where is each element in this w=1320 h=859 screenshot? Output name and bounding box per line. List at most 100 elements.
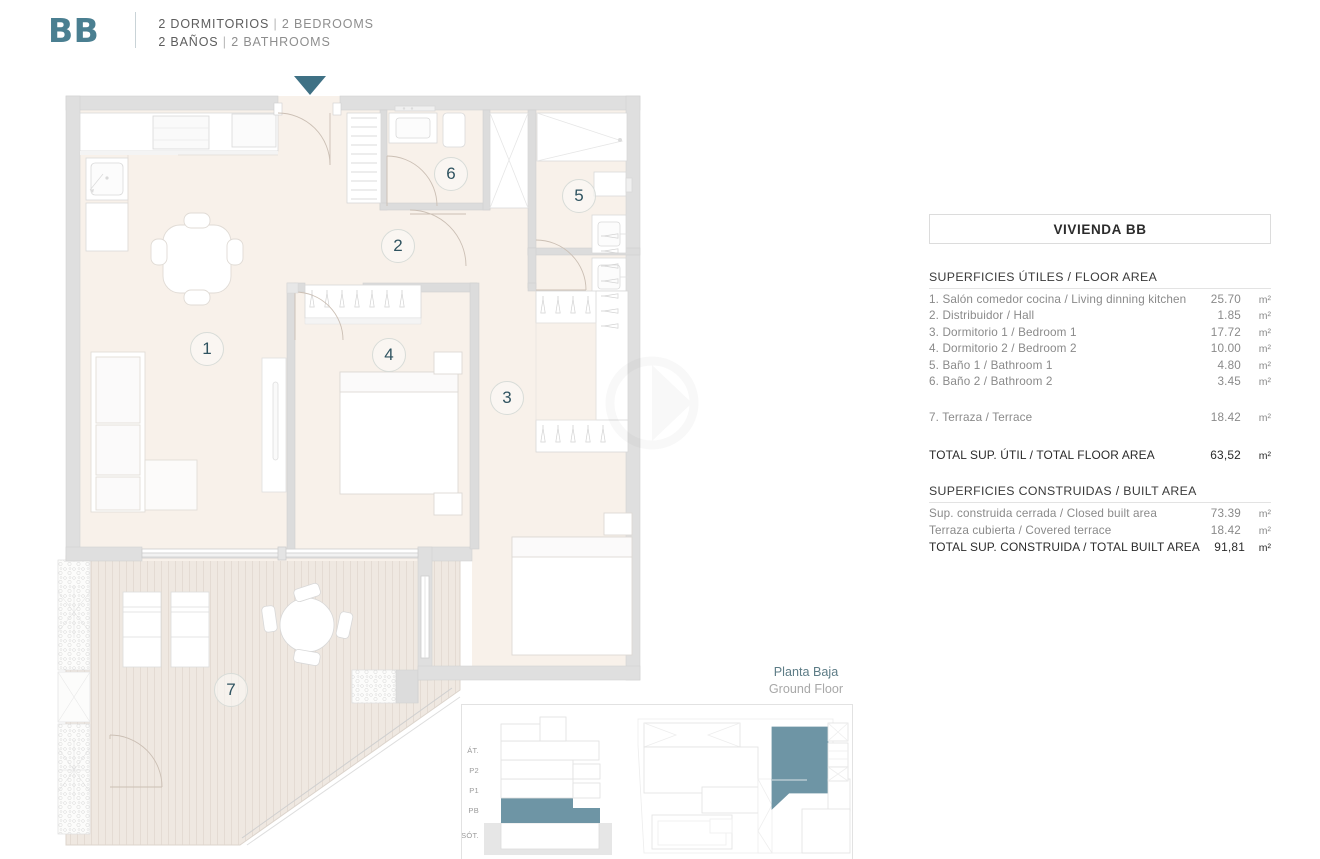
row-value: 10.00 <box>1210 342 1241 356</box>
bedroom2-bed <box>339 351 463 516</box>
row-value: 18.42 <box>1210 523 1241 537</box>
bedroom1-bed <box>511 512 633 656</box>
separator-2: | <box>222 35 227 49</box>
row-label: TOTAL SUP. CONSTRUIDA / TOTAL BUILT AREA <box>929 540 1200 555</box>
bedrooms-en: 2 BEDROOMS <box>281 17 374 31</box>
bedroom2-door <box>294 291 344 341</box>
room-marker-6[interactable]: 6 <box>434 157 468 191</box>
bedroom1-window <box>420 575 430 659</box>
spacer <box>929 427 1271 447</box>
level-label-pb: PB <box>468 806 479 815</box>
specifications-panel: VIVIENDA BB SUPERFICIES ÚTILES / FLOOR A… <box>929 214 1271 556</box>
bedroom2-wardrobe <box>304 284 422 325</box>
row-label: 5. Baño 1 / Bathroom 1 <box>929 358 1053 372</box>
floor-plan-drawing <box>57 76 641 846</box>
row-label: 3. Dormitorio 1 / Bedroom 1 <box>929 325 1077 339</box>
sun-loungers <box>122 591 210 668</box>
terrace-planters <box>57 559 91 835</box>
bathrooms-en: 2 BATHROOMS <box>231 35 331 49</box>
row-unit: m² <box>1258 524 1271 537</box>
bathrooms-line: 2 BAÑOS | 2 BATHROOMS <box>158 33 373 51</box>
table-row: 1. Salón comedor cocina / Living dinning… <box>929 292 1271 308</box>
separator-1: | <box>273 17 278 31</box>
terrace-corner-planter <box>351 669 419 704</box>
bedrooms-line: 2 DORMITORIOS | 2 BEDROOMS <box>158 15 373 33</box>
spacer <box>929 464 1271 484</box>
room-marker-5[interactable]: 5 <box>562 179 596 213</box>
interior-walls <box>286 109 641 550</box>
terrace-table-set <box>261 582 354 666</box>
row-label: 4. Dormitorio 2 / Bedroom 2 <box>929 342 1077 356</box>
unit-title: VIVIENDA BB <box>1053 221 1147 237</box>
living-sofa <box>90 351 198 513</box>
row-value: 91,81 <box>1214 540 1246 555</box>
hall-door <box>409 209 467 267</box>
table-row: 6. Baño 2 / Bathroom 2 3.45 m² <box>929 374 1271 390</box>
row-value: 1.85 <box>1217 309 1241 323</box>
level-label-p1: P1 <box>469 786 479 795</box>
entry-arrow-icon <box>294 76 326 95</box>
bedroom1-wardrobe <box>535 233 629 453</box>
table-row: 5. Baño 1 / Bathroom 1 4.80 m² <box>929 358 1271 374</box>
floor-caption: Planta Baja Ground Floor <box>760 664 852 698</box>
locator-diagram: ÁT. P2 P1 PB SÓT. <box>462 716 851 855</box>
row-label: 1. Salón comedor cocina / Living dinning… <box>929 293 1187 306</box>
hall-wardrobe <box>346 112 382 204</box>
table-row: Sup. construida cerrada / Closed built a… <box>929 506 1271 522</box>
terrace-gate <box>109 734 163 788</box>
bathroom2-fixtures <box>388 105 529 209</box>
row-value: 17.72 <box>1210 325 1241 339</box>
locator-box: ÁT. P2 P1 PB SÓT. <box>461 704 853 859</box>
row-label: 6. Baño 2 / Bathroom 2 <box>929 375 1053 389</box>
row-value: 63,52 <box>1210 447 1241 462</box>
header-divider <box>135 12 137 48</box>
terrace-sliding-doors <box>141 546 419 561</box>
row-unit: m² <box>1258 359 1271 372</box>
room-marker-3[interactable]: 3 <box>490 381 524 415</box>
room-marker-7[interactable]: 7 <box>214 673 248 707</box>
site-plan <box>637 718 851 854</box>
row-value: 25.70 <box>1210 293 1241 306</box>
room-marker-2[interactable]: 2 <box>381 229 415 263</box>
room-marker-1[interactable]: 1 <box>190 332 224 366</box>
table-row-terrace: 7. Terraza / Terrace 18.42 m² <box>929 410 1271 426</box>
living-console <box>261 357 287 493</box>
header: BB 2 DORMITORIOS | 2 BEDROOMS 2 BAÑOS | … <box>48 12 374 51</box>
row-label: TOTAL SUP. ÚTIL / TOTAL FLOOR AREA <box>929 447 1155 462</box>
unit-title-box: VIVIENDA BB <box>929 214 1271 244</box>
building-elevation: ÁT. P2 P1 PB SÓT. <box>462 716 612 855</box>
built-area-section-header: SUPERFICIES CONSTRUIDAS / BUILT AREA <box>929 484 1271 504</box>
table-row: 3. Dormitorio 1 / Bedroom 1 17.72 m² <box>929 325 1271 341</box>
table-row: Terraza cubierta / Covered terrace 18.42… <box>929 523 1271 539</box>
row-value: 3.45 <box>1217 375 1241 389</box>
row-unit: m² <box>1258 310 1271 323</box>
row-label: 7. Terraza / Terrace <box>929 411 1033 425</box>
row-unit: m² <box>1258 449 1271 462</box>
floor-plan <box>57 76 641 846</box>
row-unit: m² <box>1258 412 1271 425</box>
bathroom1-door <box>535 239 587 291</box>
room-marker-4[interactable]: 4 <box>372 338 406 372</box>
bedrooms-es: 2 DORMITORIOS <box>158 17 270 31</box>
level-label-at: ÁT. <box>467 746 479 755</box>
row-unit: m² <box>1258 376 1271 389</box>
row-unit: m² <box>1258 542 1271 555</box>
row-label: Sup. construida cerrada / Closed built a… <box>929 507 1157 521</box>
kitchen-units <box>79 112 279 252</box>
row-label: Terraza cubierta / Covered terrace <box>929 523 1112 537</box>
entry-door <box>273 102 342 166</box>
row-value: 4.80 <box>1217 358 1241 372</box>
floor-caption-es: Planta Baja <box>773 665 839 679</box>
unit-type-logo: BB <box>48 11 100 50</box>
door-jamb <box>286 282 299 294</box>
row-label: 2. Distribuidor / Hall <box>929 309 1035 323</box>
total-floor-area-row: TOTAL SUP. ÚTIL / TOTAL FLOOR AREA 63,52… <box>929 447 1271 464</box>
dining-table-set <box>150 212 244 306</box>
floor-area-section-header: SUPERFICIES ÚTILES / FLOOR AREA <box>929 270 1271 289</box>
floor-caption-en: Ground Floor <box>768 682 844 696</box>
level-label-sot: SÓT. <box>462 831 479 840</box>
row-unit: m² <box>1258 294 1271 306</box>
row-value: 73.39 <box>1210 507 1241 521</box>
row-unit: m² <box>1258 508 1271 521</box>
table-row: 4. Dormitorio 2 / Bedroom 2 10.00 m² <box>929 341 1271 357</box>
